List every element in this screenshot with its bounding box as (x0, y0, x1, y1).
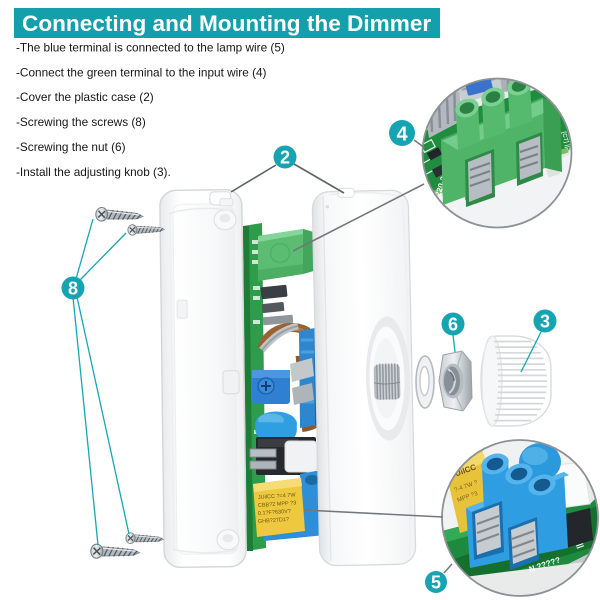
svg-text:6: 6 (448, 315, 458, 335)
svg-text:8: 8 (68, 279, 78, 299)
svg-text:-Connect the green terminal to: -Connect the green terminal to the input… (16, 65, 267, 79)
svg-text:CBB?2 MPP ?3: CBB?2 MPP ?3 (258, 500, 297, 509)
svg-text:-Cover the plastic case (2): -Cover the plastic case (2) (16, 90, 154, 104)
svg-text:2: 2 (280, 148, 290, 168)
svg-text:-The blue terminal is connecte: -The blue terminal is connected to the l… (16, 40, 285, 54)
svg-text:-Screwing the screws (8): -Screwing the screws (8) (16, 115, 146, 129)
svg-text:Connecting and Mounting the Di: Connecting and Mounting the Dimmer (22, 11, 431, 36)
svg-text:GHB?27D1?: GHB?27D1? (258, 517, 290, 525)
svg-text:0.1?F?630V?: 0.1?F?630V? (258, 509, 291, 517)
svg-text:3: 3 (540, 312, 550, 332)
svg-text:4: 4 (396, 124, 408, 146)
svg-text:[C7] ||=: [C7] ||= (560, 131, 571, 153)
svg-text:-Screwing the nut (6): -Screwing the nut (6) (16, 140, 126, 154)
svg-text:5: 5 (431, 573, 441, 593)
svg-text:-Install the adjusting knob (3: -Install the adjusting knob (3). (16, 165, 171, 179)
svg-text:JUilCC ?=4 7W: JUilCC ?=4 7W (258, 492, 297, 501)
